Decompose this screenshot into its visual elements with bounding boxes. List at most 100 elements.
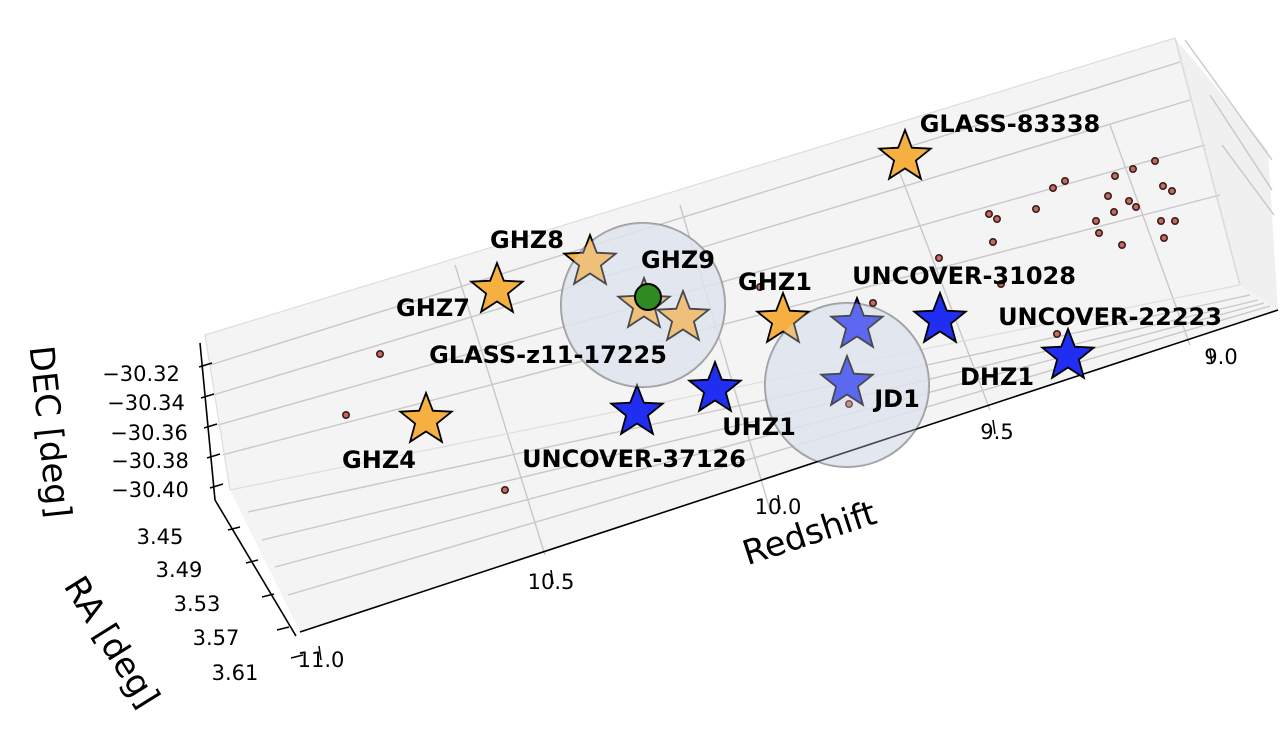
sources	[397, 127, 1097, 444]
redshift-tick	[1209, 349, 1213, 365]
label-glass-z11-17225: GLASS-z11-17225	[429, 341, 667, 369]
pane-edge	[204, 37, 1176, 336]
redshift-tick-label: 10.5	[528, 570, 575, 594]
background-galaxy-point	[375, 349, 384, 358]
background-galaxy-point	[1104, 192, 1113, 201]
pane-edge	[229, 284, 1241, 491]
dec-tick	[209, 483, 224, 489]
background-galaxy-point	[1151, 157, 1160, 166]
star-jd1	[818, 353, 876, 407]
back-pane	[205, 38, 1240, 490]
dec-tick-label: −30.38	[111, 449, 189, 473]
dec-gridline	[209, 61, 1181, 366]
ra-tick-label: 3.53	[174, 592, 221, 616]
dec-tick-label: −30.40	[111, 478, 189, 502]
background-galaxies	[341, 157, 1180, 494]
dec-axis-label: DEC [deg]	[21, 344, 79, 520]
background-galaxy-point	[988, 238, 997, 247]
background-galaxy-point	[1111, 172, 1120, 181]
background-galaxy-point	[1159, 182, 1168, 191]
redshift-tick	[550, 569, 554, 585]
ra-gridline	[274, 302, 1265, 568]
ra-tick-label: 3.49	[156, 558, 203, 582]
background-galaxy-point	[1049, 184, 1058, 193]
ra-tick	[290, 654, 304, 659]
background-galaxy-point	[984, 210, 993, 219]
star-uhz1	[686, 359, 744, 413]
redshift-gridline	[454, 264, 546, 556]
background-galaxy-point	[1092, 217, 1101, 226]
background-galaxy-point	[844, 399, 853, 408]
label-ghz1: GHZ1	[738, 268, 812, 296]
star-uncover-31028	[828, 295, 886, 349]
label-ghz9: GHZ9	[641, 246, 715, 274]
redshift-tick	[777, 494, 781, 510]
background-galaxy-point	[1168, 187, 1177, 196]
redshift-tick-label: 9.0	[1204, 345, 1237, 369]
ra-tick-label: 3.57	[193, 626, 240, 650]
axes	[199, 309, 1279, 637]
label-uhz1: UHZ1	[722, 413, 796, 441]
background-galaxy-point	[1110, 208, 1119, 217]
dec-tick	[198, 362, 213, 368]
redshift-gridline	[1109, 124, 1191, 346]
jd1-circle-overlay	[765, 303, 929, 467]
background-galaxy-point	[1171, 217, 1180, 226]
source-labels: GLASS-83338GHZ8GHZ9GHZ7GHZ1GLASS-z11-172…	[342, 110, 1222, 474]
dec-tick-label: −30.36	[110, 421, 188, 445]
background-galaxy-point	[992, 215, 1001, 224]
tick-marks-and-labels: 9.09.510.010.511.03.453.493.533.573.61−3…	[102, 345, 1238, 685]
ra-tick	[261, 593, 275, 598]
star-glass-83338	[876, 127, 934, 181]
label-uncover-31028: UNCOVER-31028	[852, 262, 1076, 290]
background-galaxy-point	[1053, 329, 1062, 338]
star-uncover-37126	[608, 382, 666, 436]
redshift-tick	[992, 419, 996, 435]
star-dhz1	[1039, 326, 1097, 380]
background-galaxy-point	[755, 282, 764, 291]
ra-axis-line	[214, 499, 297, 637]
pane-edge	[204, 334, 231, 491]
jd1-overlay	[765, 303, 929, 467]
star-ghz8	[561, 232, 619, 286]
background-galaxy-point	[1132, 203, 1141, 212]
dec-tick-label: −30.32	[102, 362, 180, 386]
dec-tick	[200, 393, 215, 399]
ra-gridline	[261, 299, 1259, 541]
redshift-axis-line	[299, 309, 1279, 633]
star-ghz7	[468, 260, 526, 314]
ra-tick	[245, 559, 259, 564]
label-uncover-37126: UNCOVER-37126	[522, 445, 746, 473]
pane-edge	[1174, 37, 1241, 286]
label-dhz1: DHZ1	[960, 363, 1034, 391]
star-glass-z11-17225	[654, 288, 712, 342]
side-pane	[1175, 38, 1278, 310]
label-ghz4: GHZ4	[342, 446, 416, 474]
side-gridline	[1221, 144, 1275, 216]
star-uncover-22223	[911, 290, 969, 344]
star-ghz1	[754, 290, 812, 344]
ghz9-overlay	[561, 223, 725, 387]
label-jd1: JD1	[872, 385, 920, 413]
background-galaxy-point	[500, 485, 509, 494]
background-galaxy-point	[341, 410, 350, 419]
background-galaxy-point	[1118, 241, 1127, 250]
star-ghz4	[397, 390, 455, 444]
ra-gridline	[247, 294, 1251, 513]
background-galaxy-point	[1032, 205, 1041, 214]
ghz9-green-marker	[634, 283, 662, 311]
background-galaxy-point	[1095, 229, 1104, 238]
label-uncover-22223: UNCOVER-22223	[998, 303, 1222, 331]
redshift-tick	[318, 645, 322, 661]
label-glass-83338: GLASS-83338	[920, 110, 1101, 138]
background-galaxy-point	[868, 298, 877, 307]
ra-tick-label: 3.45	[137, 525, 184, 549]
dec-tick-label: −30.34	[107, 391, 185, 415]
ra-tick	[227, 526, 241, 531]
ra-gridline	[287, 305, 1271, 596]
label-ghz8: GHZ8	[490, 226, 564, 254]
background-galaxy-point	[996, 279, 1005, 288]
side-gridline	[1184, 39, 1273, 161]
redshift-tick-label: 11.0	[298, 648, 345, 672]
ra-tick	[276, 626, 290, 631]
